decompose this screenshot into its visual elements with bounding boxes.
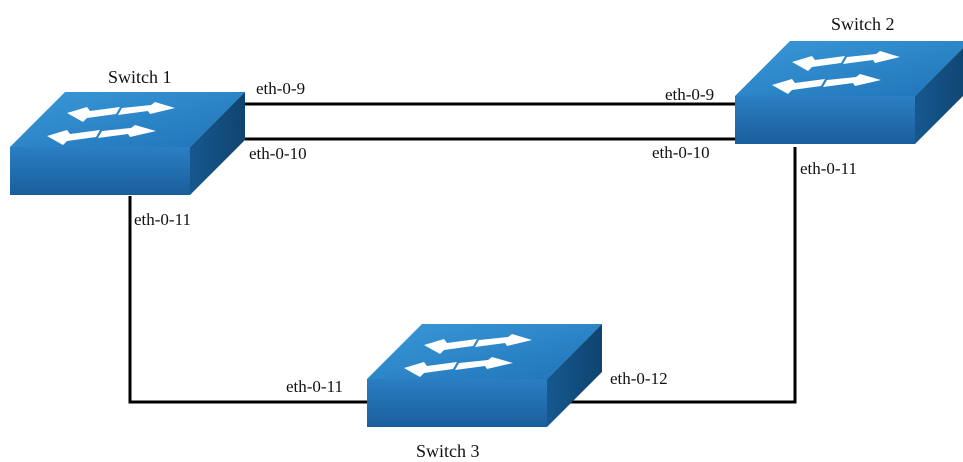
port-label-sw2-eth-0-11: eth-0-11 [800,159,857,178]
port-label-sw1-eth-0-10: eth-0-10 [249,144,307,163]
switch-3-name: Switch 3 [416,441,480,461]
port-label-sw3-eth-0-12: eth-0-12 [610,369,668,388]
switch-2-icon[interactable] [735,41,963,144]
switch-2-name: Switch 2 [831,14,895,34]
link-sw1-sw3 [128,196,370,404]
switch-1-name: Switch 1 [108,67,172,87]
port-label-sw2-eth-0-10: eth-0-10 [652,143,710,162]
switch-1-icon[interactable] [10,92,245,195]
port-label-sw3-eth-0-11: eth-0-11 [286,377,343,396]
port-label-sw1-eth-0-9: eth-0-9 [256,79,305,98]
port-label-sw2-eth-0-9: eth-0-9 [665,85,714,104]
switch-3-icon[interactable] [367,324,602,427]
link-sw2-sw3 [550,147,797,404]
port-label-sw1-eth-0-11: eth-0-11 [134,210,191,229]
